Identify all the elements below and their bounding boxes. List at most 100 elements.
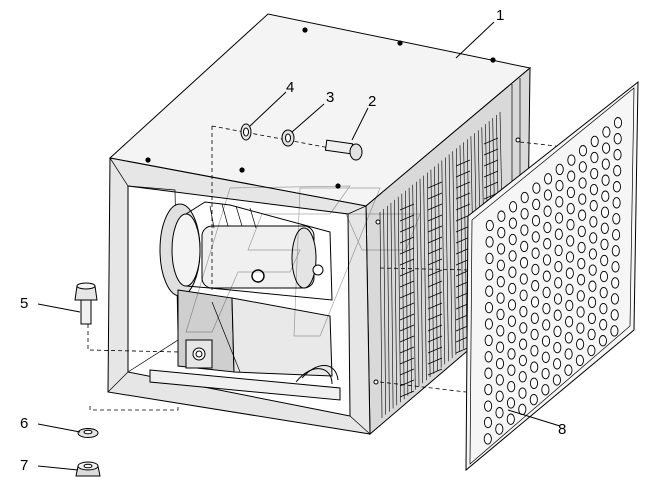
grille-hole xyxy=(541,335,551,347)
grille-hole xyxy=(577,274,586,286)
grille-hole xyxy=(519,289,528,301)
grille-hole xyxy=(508,217,517,229)
callout-7: 7 xyxy=(20,457,28,474)
fin-zigzag xyxy=(455,159,471,354)
grille-hole xyxy=(518,371,527,383)
grille-hole xyxy=(613,149,622,161)
grille-hole xyxy=(495,374,504,386)
fin-line xyxy=(394,199,398,406)
grille-hole xyxy=(520,224,529,236)
watermark-graphic xyxy=(185,185,421,337)
grille-hole xyxy=(541,384,550,396)
grille-hole xyxy=(497,243,506,255)
grille-hole xyxy=(578,177,587,189)
callout-2: 2 xyxy=(368,93,376,110)
grille-hole xyxy=(519,257,529,269)
grille-hole xyxy=(519,273,528,285)
grille-hole xyxy=(610,309,619,321)
grille-hole xyxy=(532,198,541,211)
grille-hole xyxy=(507,364,516,376)
grille-hole xyxy=(575,354,584,367)
grille-hole xyxy=(553,341,562,354)
grille-hole xyxy=(612,181,621,193)
grille-hole xyxy=(497,210,506,222)
grille-hole xyxy=(567,154,576,166)
grille-hole xyxy=(553,293,563,305)
grille-hole xyxy=(485,252,494,265)
grille-hole xyxy=(518,387,527,399)
grille-hole xyxy=(576,290,585,302)
grille-hole xyxy=(553,325,562,338)
grille-hole xyxy=(565,316,574,328)
grille-hole xyxy=(543,205,552,217)
callout-6: 6 xyxy=(20,415,28,432)
grille-hole xyxy=(496,276,505,288)
grille-hole xyxy=(520,191,529,204)
grille-hole xyxy=(610,325,619,337)
bolt-part-5 xyxy=(74,282,98,325)
grille-hole xyxy=(484,301,494,314)
grille-hole xyxy=(566,219,575,231)
grille-hole xyxy=(531,280,540,292)
grille-hole xyxy=(520,240,529,253)
grille-hole xyxy=(554,244,563,257)
grille-hole xyxy=(530,345,539,357)
fin-line xyxy=(379,211,383,419)
grille-hole xyxy=(589,216,598,228)
grille-hole xyxy=(564,364,573,376)
grille-hole xyxy=(577,241,586,254)
grille-hole xyxy=(566,202,575,215)
grille-hole xyxy=(577,225,586,238)
grille-hole xyxy=(578,161,587,173)
grille-hole xyxy=(555,196,564,208)
callout-5: 5 xyxy=(20,295,28,312)
grille-hole xyxy=(578,193,587,205)
grille-hole xyxy=(554,260,563,273)
grille-hole xyxy=(495,390,504,402)
fin-line xyxy=(383,208,386,415)
grille-hole xyxy=(542,254,552,266)
grille-hole xyxy=(508,266,517,278)
grille-hole xyxy=(599,302,608,315)
fin-line xyxy=(423,175,427,381)
grille-hole xyxy=(484,318,493,330)
grille-hole xyxy=(602,126,611,138)
fin-line xyxy=(452,151,457,356)
grille-hole xyxy=(611,277,620,289)
grille-hole xyxy=(602,142,611,154)
grille-hole xyxy=(598,335,607,347)
grille-hole xyxy=(553,358,562,370)
grille-hole xyxy=(587,312,596,325)
grille-hole xyxy=(613,165,622,177)
grille-hole xyxy=(541,367,550,380)
grille-hole xyxy=(590,167,599,180)
grille-hole xyxy=(531,231,540,243)
grille-hole xyxy=(507,380,516,393)
grille-holes xyxy=(483,117,623,445)
bolt-part-2 xyxy=(324,139,363,161)
grille-hole xyxy=(495,357,505,370)
grille-hole xyxy=(613,133,622,145)
grille-hole xyxy=(588,264,597,276)
grille-hole xyxy=(484,383,493,396)
grille-hole xyxy=(484,334,493,347)
grille-hole xyxy=(612,229,621,241)
grille-hole xyxy=(600,254,609,267)
grille-hole xyxy=(611,245,620,257)
grille-hole xyxy=(578,145,588,157)
grille-hole xyxy=(590,151,599,164)
washer-part-3 xyxy=(281,129,295,147)
grille-hole xyxy=(601,190,610,202)
grille-hole xyxy=(541,351,550,363)
grille-hole xyxy=(507,348,516,360)
grille-hole xyxy=(484,400,493,412)
grille-hole xyxy=(553,309,562,321)
grille-hole xyxy=(519,322,528,334)
grille-hole xyxy=(497,226,506,239)
fin-line xyxy=(445,157,449,362)
leader-lines xyxy=(37,21,561,471)
assembly-centerlines xyxy=(87,125,557,411)
grille-hole xyxy=(543,238,552,250)
fin-line xyxy=(397,196,401,403)
grille-hole xyxy=(495,407,504,419)
